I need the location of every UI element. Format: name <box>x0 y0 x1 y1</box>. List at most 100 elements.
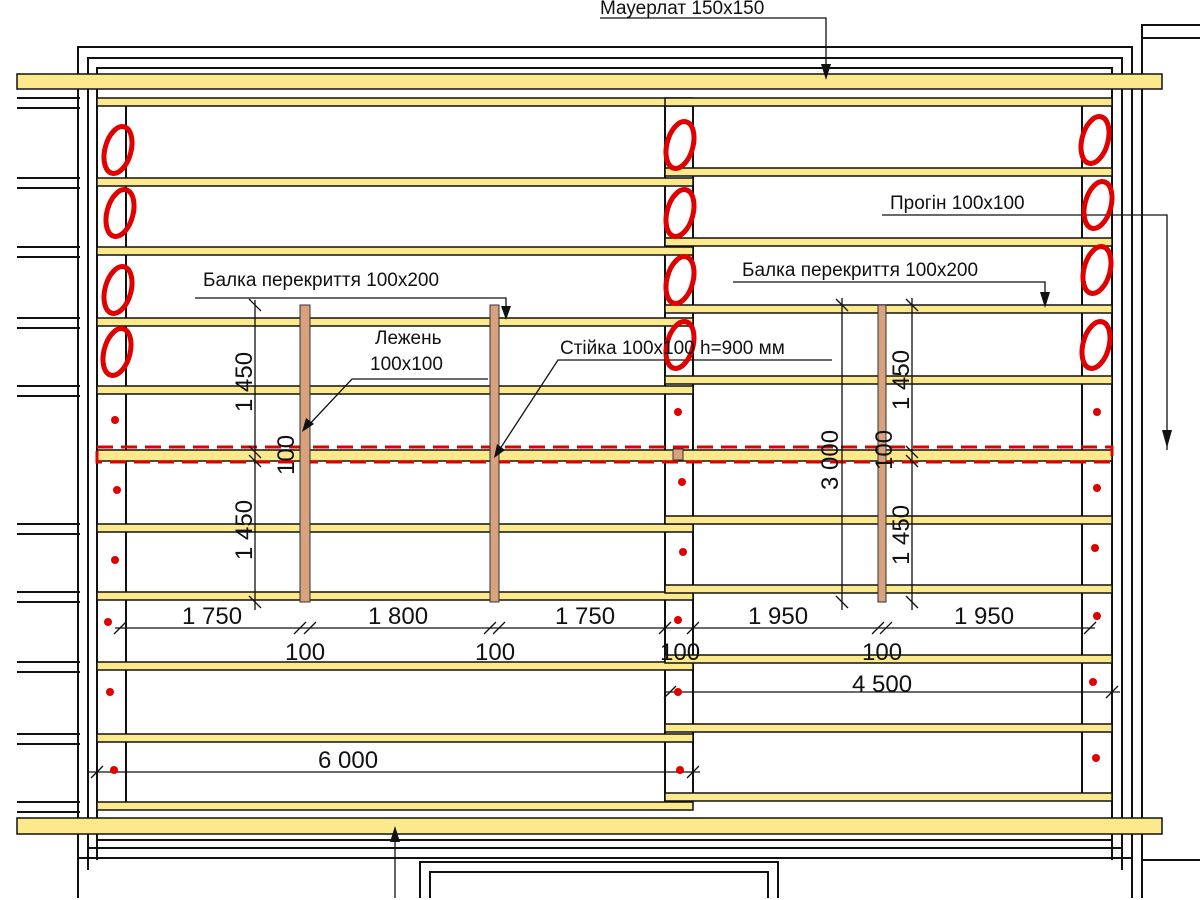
floor-beam-left <box>96 661 694 671</box>
dimension-tick <box>1105 685 1119 699</box>
dim-left-total: 6 000 <box>318 747 378 774</box>
red-dot-mark <box>676 766 684 774</box>
lezhen-label-1: Лежень <box>375 328 442 349</box>
dimension-tick <box>303 621 317 635</box>
mauerlat-bottom <box>16 817 1163 835</box>
dimension-tick <box>658 621 672 635</box>
red-circle-mark <box>1079 319 1113 371</box>
dim-post-2: 100 <box>475 639 515 666</box>
floor-beam-left <box>96 523 694 533</box>
lezhen-label-2: 100х100 <box>370 354 443 375</box>
red-dot-mark <box>1093 408 1101 416</box>
floor-beam-left <box>96 246 694 256</box>
dimension-ticks <box>90 298 1119 779</box>
dimension-tick <box>113 621 127 635</box>
dimension-tick <box>835 298 849 312</box>
dimension-tick <box>248 298 262 312</box>
red-dot-mark <box>104 618 112 626</box>
floor-beam-left <box>96 733 694 743</box>
beam-label-left: Балка перекриття 100х200 <box>203 270 439 291</box>
floor-beam-right <box>664 375 1113 385</box>
dim-post-4: 100 <box>862 639 902 666</box>
dim-post-3: 100 <box>660 639 700 666</box>
dimension-tick <box>905 445 919 459</box>
floor-beam-left <box>96 591 694 601</box>
floor-beam-right <box>664 237 1113 247</box>
red-circle-mark <box>103 187 137 239</box>
red-circle-mark <box>663 187 697 239</box>
floor-beam-left <box>96 317 694 327</box>
dimension-tick <box>248 595 262 609</box>
dim-v-right-post: 100 <box>871 430 898 470</box>
red-dot-mark <box>1092 754 1100 762</box>
red-circle-mark <box>101 264 135 316</box>
red-circle-mark <box>101 124 135 176</box>
lezhen-support <box>672 448 684 461</box>
red-dot-mark <box>1089 678 1097 686</box>
floor-beam-right <box>664 584 1113 594</box>
wall-ticks <box>17 97 80 813</box>
post-1 <box>299 304 311 603</box>
red-circle-mark <box>663 119 697 171</box>
dimension-tick <box>686 765 700 779</box>
wall-outlines <box>77 24 1200 898</box>
red-dot-mark <box>106 688 114 696</box>
progin-label: Прогін 100х100 <box>890 193 1025 214</box>
floor-beam-right <box>664 515 1113 525</box>
dim-span-2: 1 800 <box>368 603 428 630</box>
red-dot-mark <box>674 688 682 696</box>
red-dot-mark <box>674 616 682 624</box>
dimension-tick <box>492 621 506 635</box>
floor-beam-right <box>664 304 1113 314</box>
dim-span-4: 1 950 <box>748 603 808 630</box>
floor-beam-left <box>96 97 694 107</box>
floor-beam-right <box>664 723 1113 733</box>
dimension-tick <box>686 621 700 635</box>
red-dot-mark <box>113 486 121 494</box>
red-dot-mark <box>678 478 686 486</box>
dimension-tick <box>483 621 497 635</box>
stiyka-label: Стійка 100х100 h=900 мм <box>560 338 785 359</box>
floor-beam-right <box>664 167 1113 177</box>
red-dot-mark <box>111 556 119 564</box>
dimension-tick <box>835 595 849 609</box>
red-circle-mark <box>663 319 697 371</box>
red-dot-mark <box>110 766 118 774</box>
red-circle-mark <box>1081 179 1115 231</box>
floor-beam-left <box>96 177 694 187</box>
dim-v-left-bottom: 1 450 <box>231 500 258 560</box>
dim-span-3: 1 750 <box>555 603 615 630</box>
dimension-tick <box>663 685 677 699</box>
post-3 <box>877 304 887 603</box>
dimension-tick <box>905 298 919 312</box>
dim-v-right-total: 3 000 <box>817 430 844 490</box>
red-dot-mark <box>1091 544 1099 552</box>
red-dot-mark <box>674 408 682 416</box>
dim-v-right-bottom: 1 450 <box>888 505 915 565</box>
red-circle-mark <box>100 326 134 378</box>
lezhen-markup <box>95 445 1114 464</box>
dimension-tick <box>248 454 262 468</box>
floor-beams <box>96 97 1113 811</box>
dim-span-5: 1 950 <box>954 603 1014 630</box>
dim-post-1: 100 <box>285 639 325 666</box>
dimension-tick <box>871 621 885 635</box>
red-circle-mark <box>1080 244 1114 296</box>
dimension-tick <box>248 445 262 459</box>
dimension-tick <box>90 765 104 779</box>
red-circle-mark <box>1078 114 1112 166</box>
red-dot-mark <box>1093 612 1101 620</box>
floor-beam-left <box>96 801 694 811</box>
dimension-lines <box>88 298 1120 773</box>
dim-v-left-top: 1 450 <box>231 352 258 412</box>
beam-label-right: Балка перекриття 100х200 <box>742 260 978 281</box>
mauerlat-top <box>16 73 1163 90</box>
dimension-tick <box>905 595 919 609</box>
dimension-tick <box>879 621 893 635</box>
floor-beam-right <box>664 97 1113 107</box>
red-circle-mark <box>663 254 697 306</box>
dimension-tick <box>293 621 307 635</box>
dimension-tick <box>1083 621 1097 635</box>
dim-right-total: 4 500 <box>852 671 912 698</box>
